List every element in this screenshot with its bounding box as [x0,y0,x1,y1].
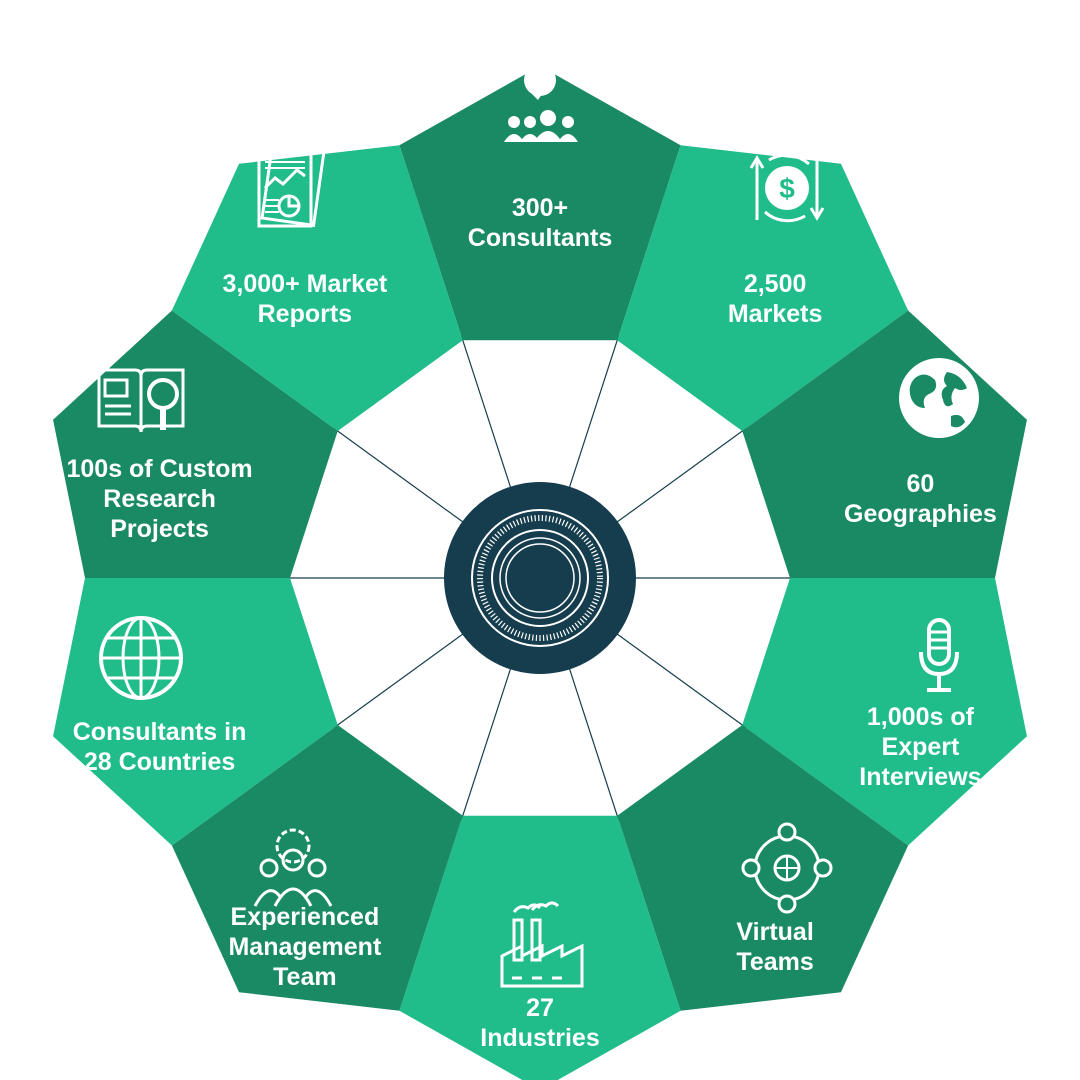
spoke-line [460,335,512,488]
svg-text:$: $ [779,173,795,204]
microphone-icon [891,610,987,706]
hub-emblem [444,482,636,674]
segment-custom-research [53,310,338,578]
spoke-line [333,633,464,729]
spoke-line [568,335,620,488]
team-gear-icon [245,820,341,916]
spoke-line [616,427,747,523]
spoke-line [616,633,747,729]
dollar-exchange-icon: $ [739,140,835,236]
segment-reports [171,145,463,432]
report-chart-icon [245,140,341,236]
network-people-icon [739,820,835,916]
spoke-line [460,668,512,821]
factory-icon [492,900,588,996]
segment-interviews [742,578,1027,846]
book-magnifier-icon [93,350,189,446]
segment-management [171,724,463,1011]
spoke-line [568,668,620,821]
segment-consultants [399,66,681,341]
segment-markets [617,145,909,432]
earth-icon [891,350,987,446]
globe-icon [93,610,189,706]
people-chat-icon [492,60,588,156]
segment-virtual-teams [617,724,909,1011]
spoke-line [333,427,464,523]
